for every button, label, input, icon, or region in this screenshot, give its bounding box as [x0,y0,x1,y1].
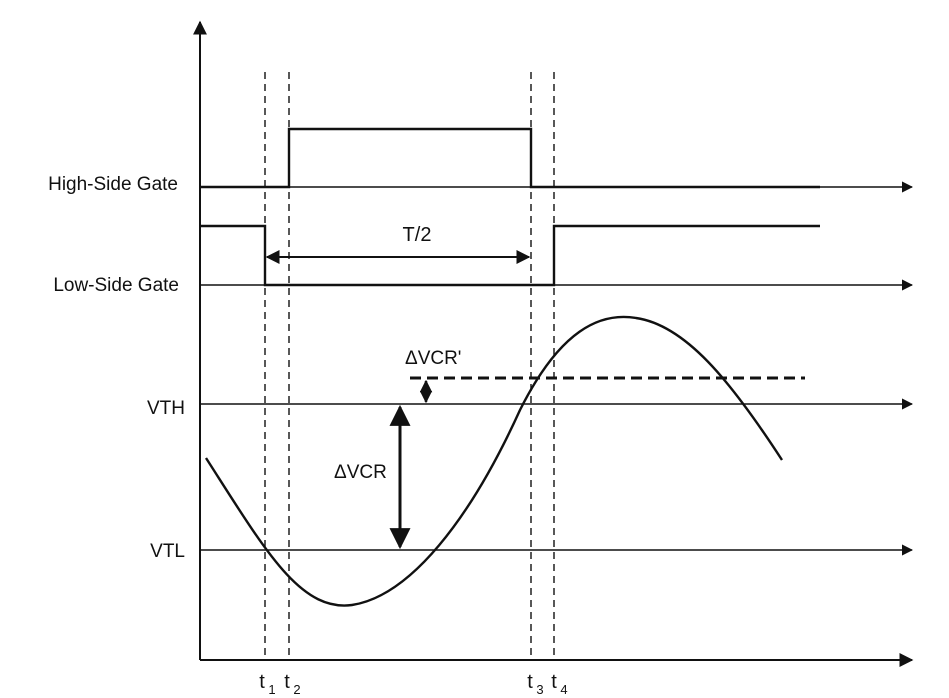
high-side-gate-waveform [200,127,820,189]
svg-text:1: 1 [268,682,275,697]
t3-label: t 3 [527,671,543,697]
low-side-gate-label: Low-Side Gate [53,275,179,296]
vth-label: VTH [147,398,185,419]
half-period-label: T/2 [403,224,432,246]
low-side-gate-waveform [200,224,820,287]
delta-vcr-label: ΔVCR [334,462,387,483]
svg-text:t: t [551,671,557,693]
svg-text:2: 2 [293,682,300,697]
svg-text:t: t [259,671,265,693]
high-side-gate-label: High-Side Gate [48,174,178,195]
t2-label: t 2 [284,671,300,697]
svg-text:t: t [527,671,533,693]
vtl-label: VTL [150,541,185,562]
vcr-waveform [204,315,784,607]
delta-vcr-prime-label: ΔVCR' [405,348,461,369]
svg-text:4: 4 [560,682,567,697]
svg-text:3: 3 [536,682,543,697]
t1-label: t 1 [259,671,275,697]
t4-label: t 4 [551,671,567,697]
svg-text:t: t [284,671,290,693]
